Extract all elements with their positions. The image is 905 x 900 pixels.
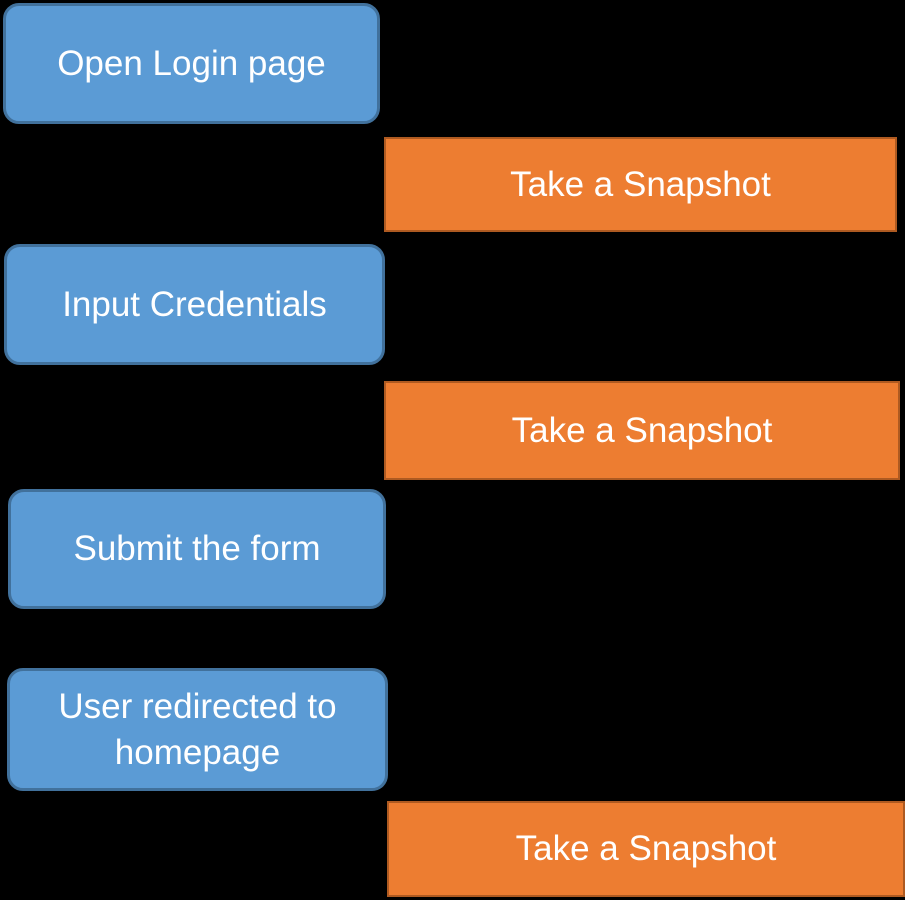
- snapshot-action-label: Take a Snapshot: [510, 164, 771, 204]
- snapshot-action-3: Take a Snapshot: [387, 801, 905, 897]
- flow-step-label: Submit the form: [73, 529, 321, 568]
- snapshot-action-2: Take a Snapshot: [384, 381, 900, 480]
- snapshot-action-label: Take a Snapshot: [511, 410, 773, 450]
- flow-step-label: User redirected to homepage: [58, 686, 337, 772]
- flow-step-user-redirected-to-homepage: User redirected to homepage: [7, 668, 388, 791]
- snapshot-action-1: Take a Snapshot: [384, 137, 897, 232]
- flow-step-label: Input Credentials: [62, 284, 327, 324]
- flow-step-submit-the-form: Submit the form: [8, 489, 386, 609]
- flow-step-input-credentials: Input Credentials: [4, 244, 385, 365]
- snapshot-action-label: Take a Snapshot: [515, 829, 777, 868]
- flow-step-label: Open Login page: [57, 43, 326, 83]
- flow-step-open-login-page: Open Login page: [3, 3, 380, 124]
